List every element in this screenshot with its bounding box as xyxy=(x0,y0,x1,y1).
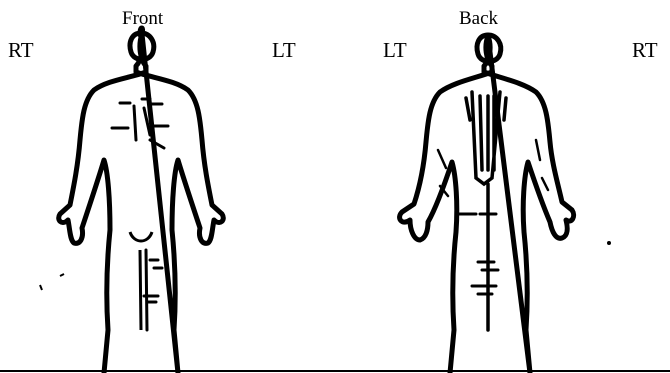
front-leg-marks xyxy=(144,250,162,330)
back-leg-marks xyxy=(458,214,498,294)
ink-dot xyxy=(607,241,611,245)
front-right-side-label: RT xyxy=(8,38,34,62)
back-view-title: Back xyxy=(459,8,499,29)
back-view: LT RT Back xyxy=(383,8,658,373)
back-left-side-label: LT xyxy=(383,38,407,62)
front-left-side-label: LT xyxy=(272,38,296,62)
front-view: RT LT Front xyxy=(8,8,296,373)
front-chest-marks xyxy=(112,99,168,148)
back-right-side-label: RT xyxy=(632,38,658,62)
front-crotch-line xyxy=(130,232,152,330)
stray-marks xyxy=(40,274,64,290)
